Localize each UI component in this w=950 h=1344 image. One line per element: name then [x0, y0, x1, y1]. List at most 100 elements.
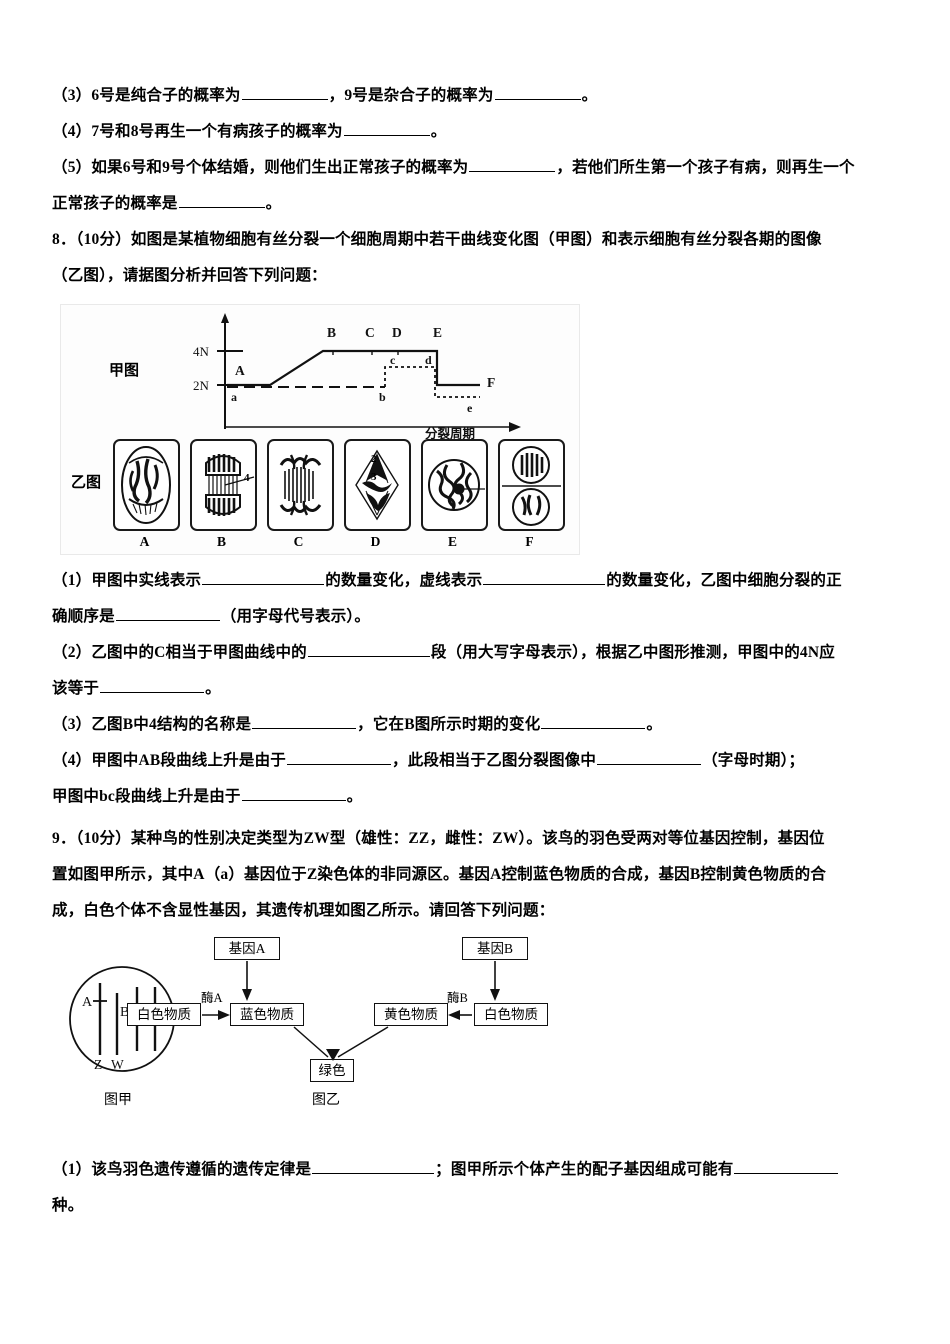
callout-4-label: 4 [244, 472, 250, 484]
answer-blank[interactable] [115, 606, 220, 621]
question-8-stem-2: （乙图），请据图分析并回答下列问题： [52, 267, 327, 284]
mitosis-curve-chart: 甲图 4N 2N [65, 311, 575, 439]
answer-blank[interactable] [307, 642, 430, 657]
q9-1-number: （1） [52, 1161, 92, 1178]
answer-blank[interactable] [178, 193, 265, 208]
svg-text:C: C [365, 325, 375, 340]
q8-3-text-3: 。 [646, 716, 663, 733]
answer-blank[interactable] [494, 85, 581, 100]
q8-3-number: （3） [52, 716, 92, 733]
chromosome-diagram: A B b Z W [69, 966, 175, 1072]
curve-svg: 4N 2N B C D E A F [193, 313, 521, 439]
answer-blank[interactable] [541, 714, 646, 729]
q8-1-text-5: （用字母代号表示）。 [220, 608, 371, 625]
callout-2-label: 2 [371, 453, 377, 465]
q7-5-text-4: 。 [265, 195, 282, 212]
q8-4-text-2: ，此段相当于乙图分裂图像中 [392, 752, 597, 769]
figure-caption-tuyi: 图乙 [312, 1093, 340, 1108]
question-8-1: （1）甲图中实线表示的数量变化，虚线表示的数量变化，乙图中细胞分裂的正 [52, 563, 908, 599]
allele-A-label: A [82, 995, 93, 1010]
q7-5-text-3: 正常孩子的概率是 [52, 195, 178, 212]
question-8-number: 8． [52, 231, 76, 248]
answer-blank[interactable] [469, 157, 556, 172]
q8-2-text-2: 段（用大写字母表示），根据乙中图形推测，甲图中的4N应 [430, 644, 835, 661]
question-8-1-cont: 确顺序是（用字母代号表示）。 [52, 599, 908, 635]
q8-2-text-1: 乙图中的C相当于甲图曲线中的 [91, 644, 307, 661]
x-axis-label: 分裂周期 [425, 426, 475, 439]
question-7-4: （4）7号和8号再生一个有病孩子的概率为。 [52, 114, 908, 150]
question-8-stem-line-2: （乙图），请据图分析并回答下列问题： [52, 258, 908, 294]
question-7-5-cont: 正常孩子的概率是 。 [52, 186, 908, 222]
cell-image-D [344, 439, 411, 531]
cell-image-B [190, 439, 257, 531]
svg-text:E: E [433, 325, 442, 340]
question-8-score: （10分） [75, 231, 131, 248]
q9-1-text-3: 种。 [52, 1197, 84, 1214]
q9-1-text-1: 该鸟羽色遗传遵循的遗传定律是 [91, 1161, 312, 1178]
answer-blank[interactable] [287, 750, 391, 765]
question-8-2-cont: 该等于。 [52, 671, 908, 707]
cell-stage-C: C [267, 439, 334, 550]
cell-caption-A: A [139, 534, 150, 549]
white-substance-right-box: 白色物质 [474, 1003, 548, 1026]
gene-a-box: 基因A [214, 937, 280, 960]
question-9-number: 9． [52, 830, 76, 847]
q7-4-text-1: 7号和8号再生一个有病孩子的概率为 [91, 123, 343, 140]
green-box: 绿色 [310, 1059, 354, 1082]
question-9-stem-3: 成，白色个体不含显性基因，其遗传机理如图乙所示。请回答下列问题： [52, 902, 555, 919]
answer-blank[interactable] [734, 1159, 839, 1174]
callout-3-label: 3 [371, 471, 377, 483]
svg-text:2N: 2N [193, 378, 210, 393]
question-8-figure: 甲图 4N 2N [60, 304, 580, 555]
answer-blank[interactable] [241, 85, 328, 100]
question-7-5: （5）如果6号和9号个体结婚，则他们生出正常孩子的概率为，若他们所生第一个孩子有… [52, 150, 908, 186]
question-8-2: （2）乙图中的C相当于甲图曲线中的 段（用大写字母表示），根据乙中图形推测，甲图中… [52, 635, 908, 671]
q7-3-text-2: ，9号是杂合子的概率为 [328, 87, 494, 104]
q8-4-text-4: 甲图中bc段曲线上升是由于 [52, 788, 241, 805]
cell-caption-C: C [293, 534, 304, 549]
answer-blank[interactable] [483, 570, 606, 585]
cell-image-F [498, 439, 565, 531]
q8-4-text-5: 。 [346, 788, 363, 805]
svg-text:D: D [392, 325, 402, 340]
question-8-4-cont: 甲图中bc段曲线上升是由于 。 [52, 779, 908, 815]
question-8-stem-line-1: 8．（10分）如图是某植物细胞有丝分裂一个细胞周期中若干曲线变化图（甲图）和表示… [52, 222, 908, 258]
answer-blank[interactable] [343, 121, 430, 136]
q8-3-text-2: ，它在B图所示时期的变化 [357, 716, 541, 733]
q7-5-number: （5） [52, 159, 92, 176]
question-8-4: （4）甲图中AB段曲线上升是由于，此段相当于乙图分裂图像中（字母时期）； [52, 743, 908, 779]
cell-image-A [113, 439, 180, 531]
q7-4-text-2: 。 [430, 123, 447, 140]
q7-5-text-2: ，若他们所生第一个孩子有病，则再生一个 [556, 159, 855, 176]
question-9-stem-2: 置如图甲所示，其中A（a）基因位于Z染色体的非同源区。基因A控制蓝色物质的合成，… [52, 866, 827, 883]
q7-3-number: （3） [52, 87, 92, 104]
q7-3-text-3: 。 [581, 87, 598, 104]
figure-caption-tujia: 图甲 [104, 1093, 132, 1108]
cell-caption-F: F [525, 534, 534, 549]
svg-text:A: A [235, 363, 245, 378]
q8-4-number: （4） [52, 752, 92, 769]
svg-text:e: e [467, 401, 473, 415]
cell-image-C [267, 439, 334, 531]
chart-label-jiatu: 甲图 [109, 363, 140, 379]
answer-blank[interactable] [312, 1159, 435, 1174]
svg-text:4N: 4N [193, 344, 210, 359]
question-7-3: （3）6号是纯合子的概率为，9号是杂合子的概率为。 [52, 78, 908, 114]
cell-stage-E: E [421, 439, 488, 550]
q8-4-text-3: （字母时期）； [702, 752, 805, 769]
q8-1-number: （1） [52, 572, 92, 589]
q8-2-number: （2） [52, 644, 92, 661]
question-9-stem-line-1: 9．（10分）某种鸟的性别决定类型为ZW型（雄性：ZZ，雌性：ZW）。该鸟的羽色… [52, 821, 908, 857]
answer-blank[interactable] [202, 570, 325, 585]
answer-blank[interactable] [252, 714, 357, 729]
q8-3-text-1: 乙图B中4结构的名称是 [91, 716, 252, 733]
answer-blank[interactable] [241, 786, 346, 801]
chromosome-Z-label: Z [94, 1057, 102, 1072]
white-substance-left-box: 白色物质 [127, 1003, 201, 1026]
gene-b-box: 基因B [462, 937, 528, 960]
answer-blank[interactable] [597, 750, 702, 765]
answer-blank[interactable] [100, 678, 205, 693]
q8-1-text-2: 的数量变化，虚线表示 [325, 572, 483, 589]
mitosis-cell-images: 乙图 [65, 439, 575, 550]
